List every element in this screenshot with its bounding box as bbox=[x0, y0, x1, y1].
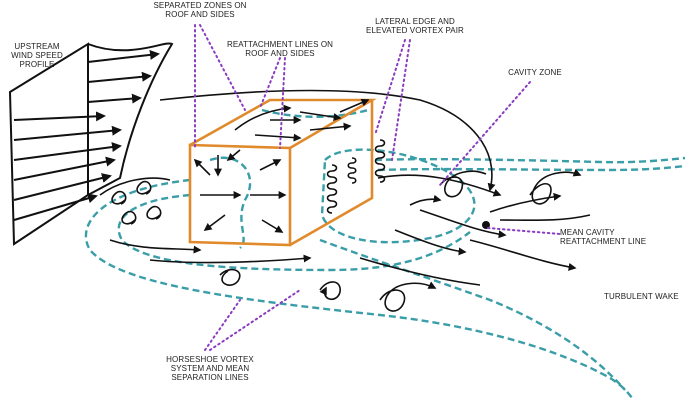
turbulent-wake-label: TURBULENT WAKE bbox=[604, 292, 684, 301]
upstream-wind-profile-label: UPSTREAM WIND SPEED PROFILE bbox=[2, 42, 72, 69]
lateral-edge-label: LATERAL EDGE AND ELEVATED VORTEX PAIR bbox=[360, 17, 470, 35]
lateral-leader-2 bbox=[391, 39, 411, 161]
horseshoe-label-line-1: HORSESHOE VORTEX bbox=[166, 355, 254, 364]
building-cube bbox=[188, 98, 377, 247]
separated-label-line-1: SEPARATED ZONES ON bbox=[153, 1, 247, 10]
wake-flow-lines bbox=[99, 89, 591, 312]
mean-cavity-reattachment-label: MEAN CAVITY REATTACHMENT LINE bbox=[560, 228, 670, 246]
cavity-zone-outline bbox=[320, 148, 476, 244]
horseshoe-vortex-label: HORSESHOE VORTEX SYSTEM AND MEAN SEPARAT… bbox=[160, 355, 260, 382]
separated-leader-2 bbox=[199, 24, 246, 111]
cavity-zone-label: CAVITY ZONE bbox=[495, 68, 575, 77]
reattachment-lines-label: REATTACHMENT LINES ON ROOF AND SIDES bbox=[220, 40, 340, 58]
lateral-label-line-1: LATERAL EDGE AND bbox=[375, 17, 455, 26]
lateral-label-line-2: ELEVATED VORTEX PAIR bbox=[366, 26, 464, 35]
reattachment-label-line-1: REATTACHMENT LINES ON bbox=[226, 40, 334, 49]
mean-cavity-label-line-2: REATTACHMENT LINE bbox=[560, 237, 647, 246]
separation-lines bbox=[84, 108, 686, 399]
horseshoe-inner-line bbox=[117, 193, 471, 272]
wake-line bbox=[319, 238, 626, 391]
upstream-label-line-3: PROFILE bbox=[19, 60, 55, 69]
roof-reattachment-line bbox=[209, 156, 252, 249]
cavity-line-lower bbox=[377, 164, 686, 172]
horseshoe-label-line-3: SEPARATION LINES bbox=[171, 373, 249, 382]
mean-cavity-leader bbox=[487, 227, 561, 235]
turbulent-label-line-1: TURBULENT WAKE bbox=[604, 292, 679, 301]
mean-cavity-label-line-1: MEAN CAVITY bbox=[560, 228, 615, 237]
horseshoe-leader-1 bbox=[204, 299, 241, 351]
upstream-label-line-2: WIND SPEED bbox=[11, 51, 63, 60]
upstream-label-line-1: UPSTREAM bbox=[14, 42, 60, 51]
lateral-vortex-coils bbox=[326, 139, 386, 214]
lateral-leader-1 bbox=[374, 39, 406, 136]
reattachment-leader-1 bbox=[259, 57, 281, 109]
profile-frame bbox=[8, 42, 89, 246]
side-reattachment-line bbox=[261, 108, 369, 118]
separated-zones-label: SEPARATED ZONES ON ROOF AND SIDES bbox=[140, 1, 260, 19]
horseshoe-leader-2 bbox=[209, 289, 301, 351]
reattachment-label-line-2: ROOF AND SIDES bbox=[245, 49, 315, 58]
separated-label-line-2: ROOF AND SIDES bbox=[165, 10, 235, 19]
face-flow-arrows bbox=[193, 98, 370, 233]
reattachment-leader-2 bbox=[279, 57, 286, 149]
leader-lines bbox=[194, 24, 561, 351]
upstream-wind-profile bbox=[8, 42, 174, 246]
horseshoe-label-line-2: SYSTEM AND MEAN bbox=[170, 364, 250, 373]
profile-curve bbox=[87, 42, 174, 196]
cavity-label-line-1: CAVITY ZONE bbox=[508, 68, 562, 77]
